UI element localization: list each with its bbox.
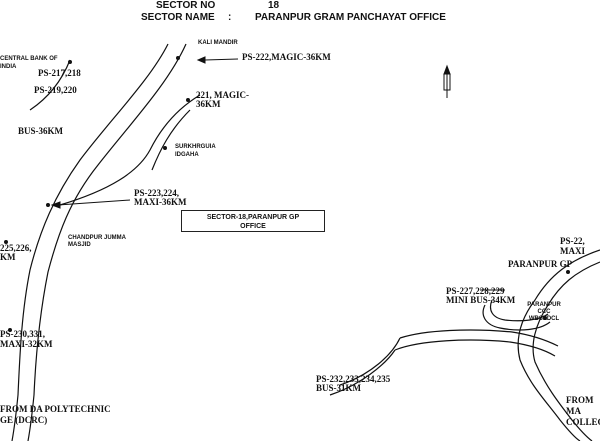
label-kali-mandir: KALI MANDIR xyxy=(198,40,238,46)
label-from-college: FROM DA POLYTECHNIC GE (DCRC) xyxy=(0,404,111,425)
office-box-line2: OFFICE xyxy=(240,223,266,230)
label-from-right: FROM MA COLLEGE xyxy=(566,395,600,427)
road-lower-1 xyxy=(394,339,556,357)
label-ps232: PS-232,233,234,235 xyxy=(316,374,391,384)
marker-central-bank xyxy=(68,60,72,64)
marker-ps225 xyxy=(4,240,8,244)
north-arrow-icon xyxy=(443,64,451,98)
road-main-left xyxy=(11,43,169,441)
label-chandpur: CHANDPUR JUMMA MASJID xyxy=(68,235,126,248)
road-ccc-2 xyxy=(489,299,549,322)
label-ps221: 221, MAGIC-36KM xyxy=(196,90,249,109)
road-ccc xyxy=(482,304,551,331)
label-ps217: PS-217,218 xyxy=(38,68,81,78)
sector-office-box: SECTOR-18,PARANPUR GP OFFICE xyxy=(181,210,325,232)
sector-name-value: PARANPUR GRAM PANCHAYAT OFFICE xyxy=(255,12,446,23)
label-ps222: PS-222,MAGIC-36KM xyxy=(242,52,331,62)
marker-paranpur xyxy=(566,270,570,274)
marker-ps221 xyxy=(186,98,190,102)
marker-kali-mandir xyxy=(176,56,180,60)
road-lower-3 xyxy=(329,349,396,396)
road-main-left-2 xyxy=(27,43,187,441)
arrow-ps223 xyxy=(57,199,131,206)
road-branch-1 xyxy=(29,59,71,111)
label-mini-bus: MINI BUS-34KM xyxy=(446,295,516,305)
sector-no-label: SECTOR NO xyxy=(156,0,216,11)
label-ps219: PS-219,220 xyxy=(34,85,77,95)
road-lower-2 xyxy=(399,329,559,347)
label-ccc: PARANPUR CCC WBSEDCL xyxy=(527,302,561,322)
road-right-1 xyxy=(517,249,600,441)
marker-ccc xyxy=(543,316,547,320)
arrow-ps222-head xyxy=(196,56,206,64)
label-idgaha: SURKHRGUIA IDGAHA xyxy=(175,144,216,158)
label-ps225: 225,226, KM xyxy=(0,243,32,262)
label-paranpur-gp: PARANPUR GP xyxy=(508,259,573,269)
office-box-line1: SECTOR-18,PARANPUR GP xyxy=(206,214,300,221)
road-lower-4 xyxy=(339,337,401,386)
sector-name-label: SECTOR NAME xyxy=(141,12,215,23)
marker-idgaha xyxy=(163,146,167,150)
label-bus36: BUS-36KM xyxy=(18,126,63,136)
road-branch-3 xyxy=(151,109,191,171)
marker-ps230 xyxy=(8,328,12,332)
label-ps-right: PS-22, MAXI xyxy=(560,236,585,256)
label-ps223: PS-223,224, MAXI-36KM xyxy=(134,188,187,207)
road-right-2 xyxy=(532,261,600,441)
sector-name-colon: : xyxy=(228,12,232,23)
label-ps230: PS-230,331, MAXI-32KM xyxy=(0,329,53,349)
arrow-ps222 xyxy=(204,58,239,61)
road-branch-2 xyxy=(59,94,201,206)
label-bus31: BUS-31KM xyxy=(316,383,361,393)
label-ps227: PS-227,228,229 xyxy=(446,286,505,296)
sector-no-value: 18 xyxy=(268,0,280,11)
arrow-ps223-head xyxy=(50,201,61,209)
label-central-bank: CENTRAL BANK OF INDIA xyxy=(0,56,58,70)
marker-ps223 xyxy=(46,203,50,207)
